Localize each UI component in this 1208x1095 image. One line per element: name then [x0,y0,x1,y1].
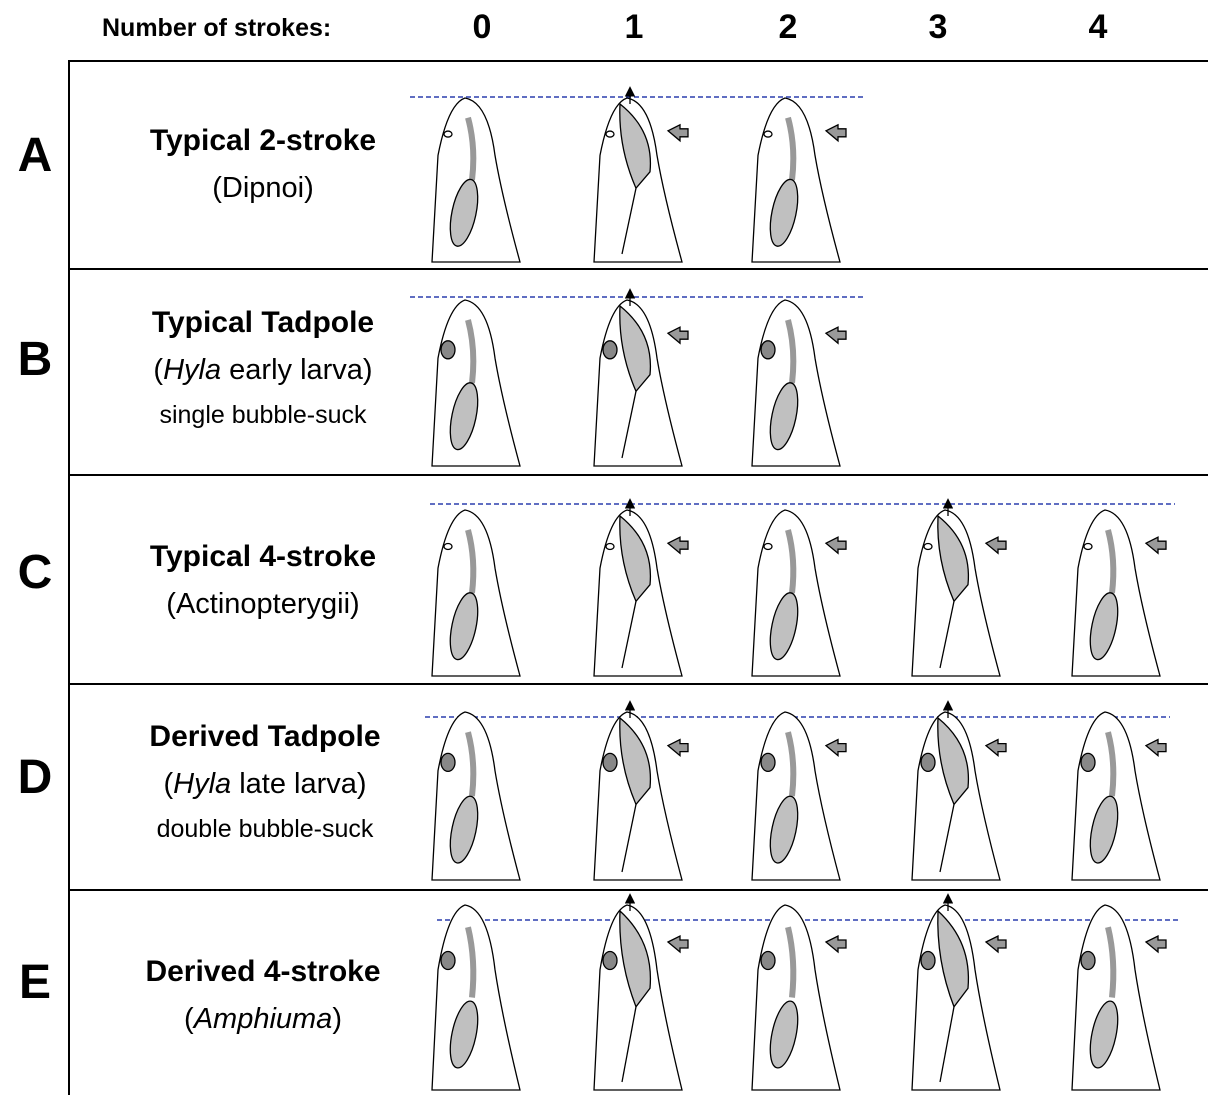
eye-icon [1081,753,1095,771]
head-outline [752,905,840,1090]
pressure-arrow-icon [826,125,846,141]
pressure-arrow-icon [986,740,1006,756]
pressure-arrow-icon [826,327,846,343]
head-outline [1072,905,1160,1090]
pressure-arrow-icon [668,327,688,343]
head-outline [752,510,840,676]
head-outline [432,98,520,262]
eye-icon [1081,952,1095,970]
pressure-arrow-icon [986,936,1006,952]
pressure-arrow-icon [668,936,688,952]
pressure-arrow-icon [1146,936,1166,952]
head-outline [1072,712,1160,880]
eye-icon [441,753,455,771]
eye-icon [441,341,455,359]
pressure-arrow-icon [1146,537,1166,553]
head-outline [1072,510,1160,676]
head-outline [432,510,520,676]
eye-icon [921,753,935,771]
eye-icon [761,753,775,771]
pressure-arrow-icon [668,125,688,141]
eye-icon [441,952,455,970]
head-outline [752,300,840,466]
pressure-arrow-icon [826,740,846,756]
pressure-arrow-icon [668,537,688,553]
pressure-arrow-icon [986,537,1006,553]
eye-icon [603,753,617,771]
pressure-arrow-icon [1146,740,1166,756]
pressure-arrow-icon [826,537,846,553]
head-outline [752,98,840,262]
pressure-arrow-icon [668,740,688,756]
eye-icon [761,952,775,970]
eye-icon [603,952,617,970]
head-outline [752,712,840,880]
head-outline [432,300,520,466]
head-outline [432,905,520,1090]
eye-icon [921,952,935,970]
pressure-arrow-icon [826,936,846,952]
head-outline [432,712,520,880]
eye-icon [761,341,775,359]
eye-icon [603,341,617,359]
